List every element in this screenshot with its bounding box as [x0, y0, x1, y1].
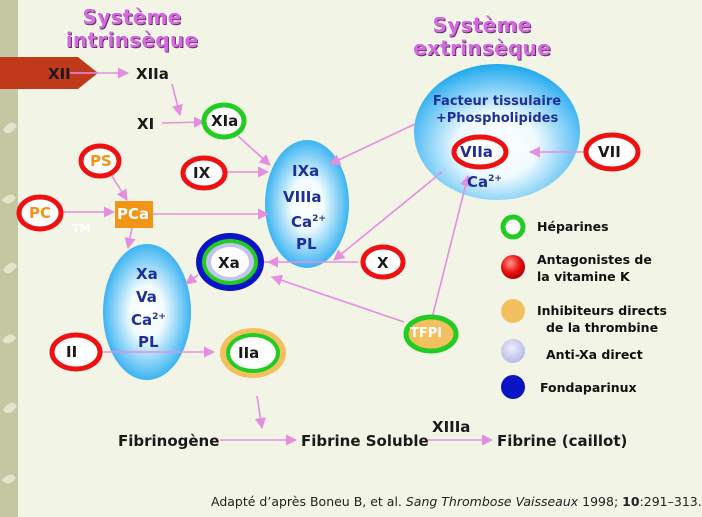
ring-xia-heparin: [201, 102, 247, 140]
factor-xii: XII: [48, 65, 71, 83]
legend-vka-line1: Antagonistes de: [537, 252, 652, 267]
ring-xa-core: [211, 247, 249, 277]
accent-arrow: [0, 57, 98, 89]
thrombomodulin-label: TM: [72, 222, 91, 235]
prothrombinase-calcium: Ca2+: [131, 311, 166, 329]
pca-box: [115, 201, 153, 228]
factor-xi: XI: [137, 115, 155, 133]
factor-xia: XIa: [211, 112, 239, 130]
prothrombinase-va: Va: [136, 288, 157, 306]
legend-antixa-icon: [501, 339, 525, 363]
ring-iia-core: [230, 337, 276, 369]
leaf-decorations: [2, 122, 17, 484]
ring-ii-vka: [49, 332, 103, 372]
arrows: [62, 67, 588, 446]
prothrombinase-xa: Xa: [136, 265, 158, 283]
legend-dti-line2: de la thrombine: [545, 320, 659, 335]
tissue-factor-ellipse: [414, 64, 580, 200]
factor-iia: IIa: [238, 344, 260, 362]
prothrombinase-ellipse: [103, 244, 191, 380]
legend-symbols: [500, 214, 526, 399]
extrinsic-title-line2: extrinsèque: [413, 36, 551, 60]
fibrinogen-label: Fibrinogène: [118, 432, 220, 450]
tenase-calcium: Ca2+: [291, 213, 326, 231]
extrinsic-system-title: Système extrinsèque: [407, 14, 557, 60]
ring-viia-vka: [451, 134, 509, 170]
arrow-tfpi-xa: [270, 274, 405, 323]
inhibitor-rings: [16, 102, 641, 378]
factor-xiia: XIIa: [136, 65, 169, 83]
legend-vka-icon: [501, 255, 525, 279]
arrow-xi-xia: [161, 116, 206, 128]
caption-journal: Sang Thrombose Vaisseaux: [405, 494, 579, 509]
intrinsic-title-line2: intrinsèque: [65, 28, 199, 52]
arrow-viia-x: [333, 171, 443, 261]
ring-x-vka: [360, 244, 406, 280]
extrinsic-title-line1: Système: [432, 13, 532, 37]
factor-ix: IX: [193, 164, 211, 182]
tenase-ixa: IXa: [292, 162, 320, 180]
factor-viia: VIIa: [460, 143, 493, 161]
legend-anti-xa: Anti-Xa direct: [546, 347, 643, 362]
arrow-iia-fibrin: [254, 395, 266, 430]
factor-pca: PCa: [117, 205, 150, 223]
tissue-factor-line2: +Phospholipides: [435, 111, 559, 126]
factor-x: X: [377, 254, 389, 272]
legend-vka: Antagonistes de la vitamine K: [537, 251, 652, 285]
legend-dti-icon: [501, 299, 525, 323]
factor-pc: PC: [29, 204, 52, 222]
factor-ps: PS: [90, 152, 112, 170]
arrow-pca-xa: [124, 227, 136, 250]
caption-year: 1998;: [578, 494, 623, 509]
caption-volume: 10: [622, 494, 640, 509]
prothrombinase-pl: PL: [138, 333, 159, 351]
legend-vka-line2: la vitamine K: [537, 269, 630, 284]
arrow-tfpi-viia: [431, 174, 471, 319]
legend-heparin-icon: [500, 214, 526, 240]
intrinsic-title-line1: Système: [82, 5, 182, 29]
factor-xa-center: Xa: [218, 254, 240, 272]
intrinsic-system-title: Système intrinsèque: [62, 6, 202, 52]
tissue-factor-label: Facteur tissulaire +Phospholipides: [424, 93, 570, 127]
tenase-pl: PL: [296, 235, 317, 253]
tissue-factor-line1: Facteur tissulaire: [432, 94, 562, 109]
arrow-xiia-xia: [171, 83, 183, 117]
soluble-fibrin-label: Fibrine Soluble: [301, 432, 429, 450]
arrow-ps-pca: [111, 175, 128, 201]
legend-heparins: Héparines: [537, 219, 609, 234]
factor-tfpi: TFPI: [410, 326, 443, 341]
fibrin-clot-label: Fibrine (caillot): [497, 432, 628, 450]
caption-pages: :291–313.: [639, 494, 702, 509]
ring-ps-vka: [78, 143, 122, 179]
legend-dti: Inhibiteurs directs de la thrombine: [537, 302, 667, 336]
tissue-factor-calcium: Ca2+: [467, 173, 502, 191]
legend-fondaparinux-icon: [501, 375, 525, 399]
arrow-xia-ixa: [237, 135, 271, 166]
factor-ii: II: [66, 343, 78, 361]
source-caption: Adapté d’après Boneu B, et al. Sang Thro…: [211, 494, 702, 509]
ring-pc-vka: [16, 194, 64, 232]
legend-dti-line1: Inhibiteurs directs: [537, 303, 667, 318]
legend-fondaparinux: Fondaparinux: [540, 380, 637, 395]
tenase-viiia: VIIIa: [283, 188, 322, 206]
ring-vii-vka: [583, 132, 641, 172]
arrow-xa-complex: [185, 273, 199, 285]
tenase-ellipse: [265, 140, 349, 268]
ring-ix-vka: [180, 155, 228, 191]
caption-prefix: Adapté d’après Boneu B, et al.: [211, 494, 406, 509]
factor-vii: VII: [598, 143, 621, 161]
arrow-tf-ixa: [328, 123, 416, 165]
factor-xiiia: XIIIa: [432, 418, 471, 436]
ring-tfpi-heparin: [403, 314, 459, 354]
